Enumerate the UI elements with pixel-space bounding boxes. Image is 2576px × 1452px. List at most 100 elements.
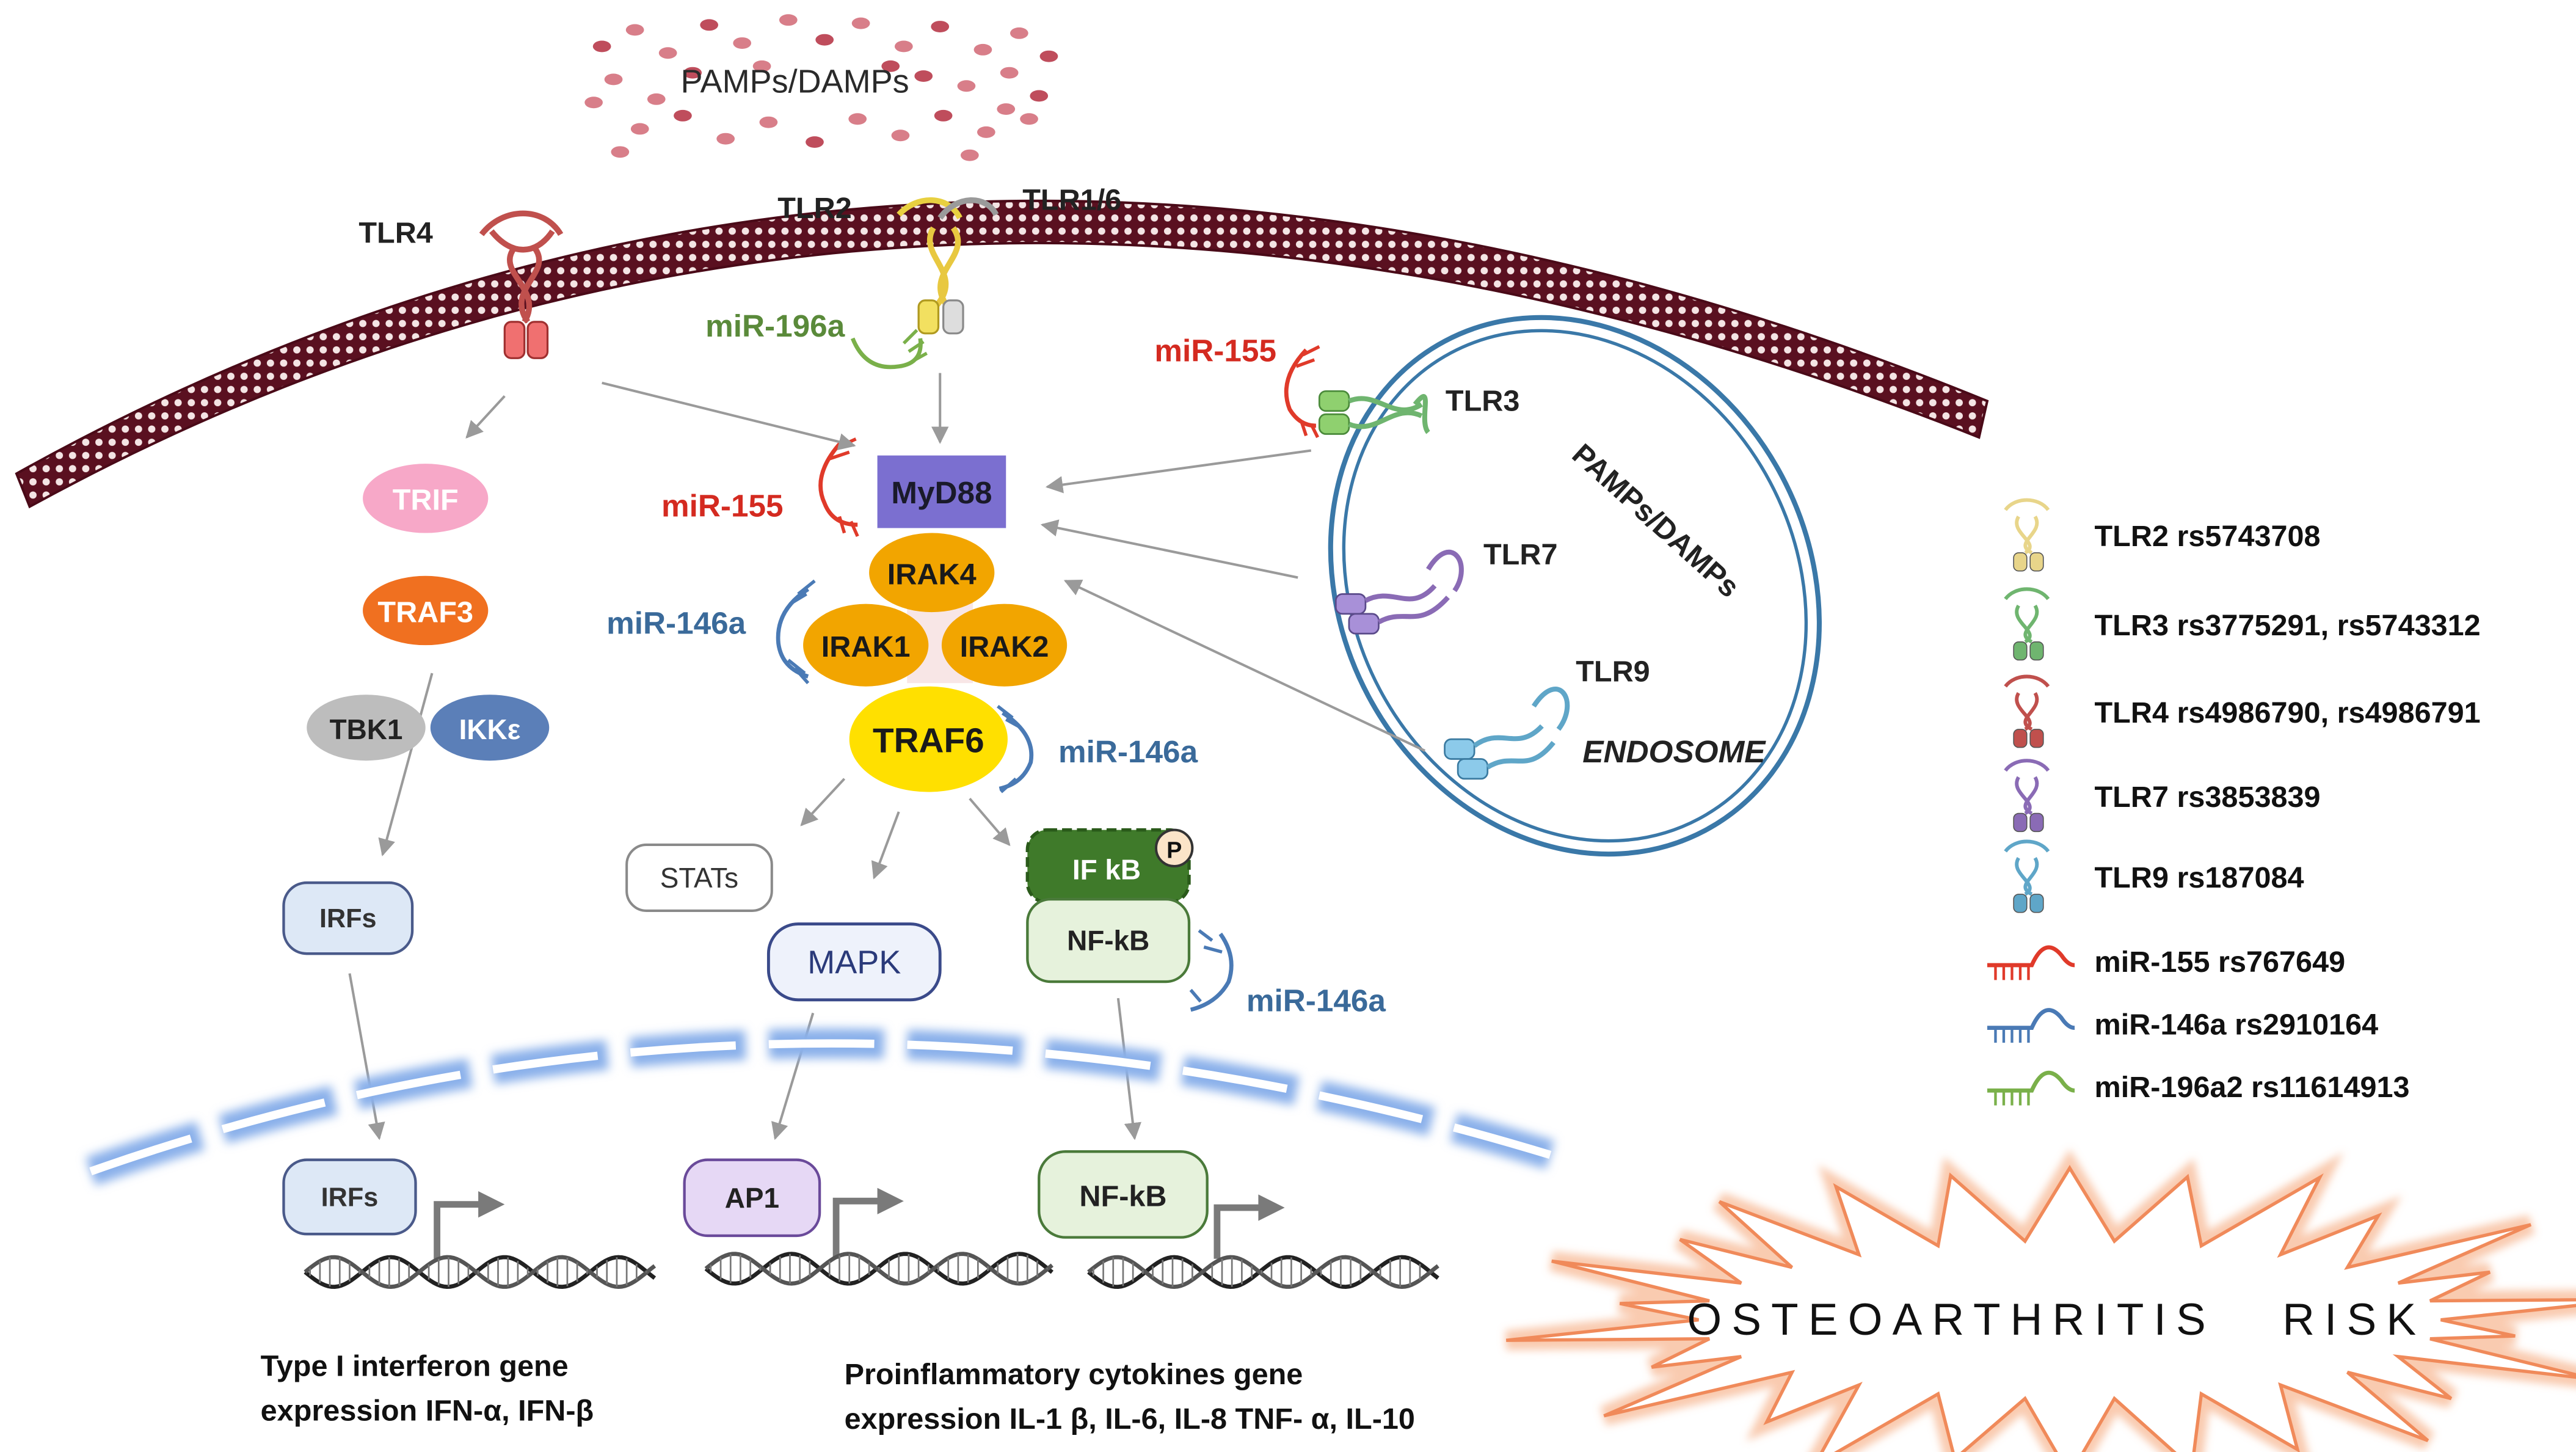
mapk-label: MAPK	[807, 944, 901, 981]
legend-receptor-icon	[2004, 839, 2050, 913]
irak2-label: IRAK2	[960, 630, 1049, 663]
myd88-node	[877, 455, 1006, 528]
legend-label: TLR4 rs4986790, rs4986791	[2094, 696, 2480, 729]
plasma-membrane	[15, 199, 1989, 509]
tlr7-receptor	[1334, 550, 1464, 635]
tlr3-label: TLR3	[1446, 385, 1519, 418]
ligand-particle	[700, 19, 719, 31]
mir146a-nfkb-strand	[1190, 932, 1234, 1012]
ligand-particle	[1030, 90, 1049, 102]
ligand-particle	[1000, 67, 1019, 79]
mir146a-traf6-label: miR-146a	[1058, 734, 1198, 769]
ligand-particle	[759, 116, 778, 128]
ligand-particle	[625, 24, 644, 36]
transcription-arrow-heads	[478, 1188, 1285, 1221]
legend-label: TLR9 rs187084	[2094, 861, 2304, 894]
ligand-particle	[630, 123, 649, 135]
stats-node	[625, 843, 773, 912]
type1-output-line2: expression IFN-α, IFN-β	[261, 1394, 594, 1427]
tlr7-label: TLR7	[1483, 538, 1557, 571]
cytokines-output-line1: Proinflammatory cytokines gene	[845, 1358, 1303, 1391]
traf3-label: TRAF3	[377, 596, 473, 629]
tlr2-label: TLR2	[777, 192, 851, 225]
ap1-node	[683, 1158, 821, 1238]
dna-helix-ap1	[704, 1252, 1053, 1286]
ligand-particle	[716, 133, 735, 145]
legend-mirna-icon	[1987, 1070, 2075, 1106]
ikke-label: IKKε	[459, 713, 521, 745]
ligand-particle	[1020, 113, 1038, 125]
tbk1-label: TBK1	[330, 713, 403, 745]
ligand-particle	[611, 146, 630, 158]
mapk-node	[766, 922, 942, 1002]
osteoarthritis-risk-label: OSTEOARTHRITIS RISK	[1687, 1295, 2426, 1344]
endosome-ligand-label: PAMPs/DAMPs	[1566, 437, 1745, 604]
irfs-nuc-label: IRFs	[321, 1183, 379, 1212]
irfs-cyto-label: IRFs	[319, 904, 377, 933]
mir196a-teeth	[902, 329, 928, 363]
traf3-node	[363, 575, 489, 646]
ligand-particle	[997, 103, 1016, 115]
legend-receptor-icon	[2004, 759, 2050, 833]
tbk1-node	[307, 695, 426, 761]
ligand-particle	[957, 80, 976, 92]
mir155-membrane-strand	[1284, 348, 1317, 428]
ligand-particle	[848, 113, 867, 125]
ligand-particle	[881, 60, 900, 72]
ap1-label: AP1	[725, 1182, 779, 1214]
traf6-label: TRAF6	[873, 722, 984, 761]
dna-helix-nfkb	[1087, 1255, 1439, 1290]
endosome-inner	[1342, 329, 1808, 843]
tlr2-tlr16-receptor	[897, 197, 999, 335]
osteoarthritis-risk-burst	[1505, 1149, 2576, 1452]
ligand-particle	[806, 136, 824, 148]
ligand-particle	[592, 40, 611, 53]
irak4-label: IRAK4	[887, 558, 977, 591]
cytokines-output-line2: expression IL-1 β, IL-6, IL-8 TNF- α, IL…	[845, 1403, 1415, 1436]
dna-helix-irfs	[304, 1255, 657, 1290]
irak1-node	[803, 604, 929, 687]
mir146a-irak-teeth	[787, 579, 816, 685]
ligand-particle	[604, 73, 623, 86]
transcription-start-arrows	[434, 1197, 1262, 1259]
legend-label: miR-155 rs767649	[2094, 946, 2345, 979]
irak2-node	[941, 604, 1068, 687]
ligand-particle	[584, 97, 603, 109]
pamps-damps-label: PAMPs/DAMPs	[681, 64, 909, 100]
ligand-particle	[815, 34, 834, 46]
legend-mirna-icon	[1987, 1008, 2075, 1043]
tlr4-receptor	[479, 210, 564, 359]
mir146a-nfkb-teeth	[1189, 929, 1223, 1003]
mir196a-label: miR-196a	[705, 308, 845, 343]
nuclear-membrane	[86, 1028, 1555, 1186]
tlr9-label: TLR9	[1576, 655, 1650, 688]
myd88-label: MyD88	[891, 475, 992, 510]
tlr16-label: TLR1/6	[1022, 183, 1121, 216]
legend-receptor-icon	[2004, 587, 2050, 661]
legend-label: miR-146a rs2910164	[2094, 1008, 2378, 1041]
ifkb-label: IF kB	[1072, 854, 1141, 886]
ligand-particle	[683, 67, 702, 79]
ikke-node	[430, 695, 550, 761]
mir155-membrane-teeth	[1295, 345, 1320, 439]
nfkb-cyto-node	[1026, 897, 1191, 983]
endosome-outer	[1328, 315, 1822, 857]
mir146a-nfkb-label: miR-146a	[1246, 983, 1386, 1018]
legend-mirna-icon	[1987, 945, 2075, 980]
phospho-badge	[1154, 828, 1194, 868]
tlr3-receptor	[1318, 390, 1430, 435]
endosome-label: ENDOSOME	[1582, 734, 1766, 769]
irak1-label: IRAK1	[821, 630, 911, 663]
mir146a-traf6-teeth	[997, 704, 1022, 793]
legend-label: miR-196a2 rs11614913	[2094, 1071, 2409, 1104]
mir196a-strand	[850, 337, 923, 370]
trif-node	[363, 464, 489, 533]
nfkb-nuc-node	[1038, 1150, 1209, 1239]
ligand-particle	[1039, 50, 1058, 62]
ligand-particle	[934, 109, 953, 122]
ligand-particle	[914, 70, 933, 82]
ligand-particle	[647, 93, 666, 105]
